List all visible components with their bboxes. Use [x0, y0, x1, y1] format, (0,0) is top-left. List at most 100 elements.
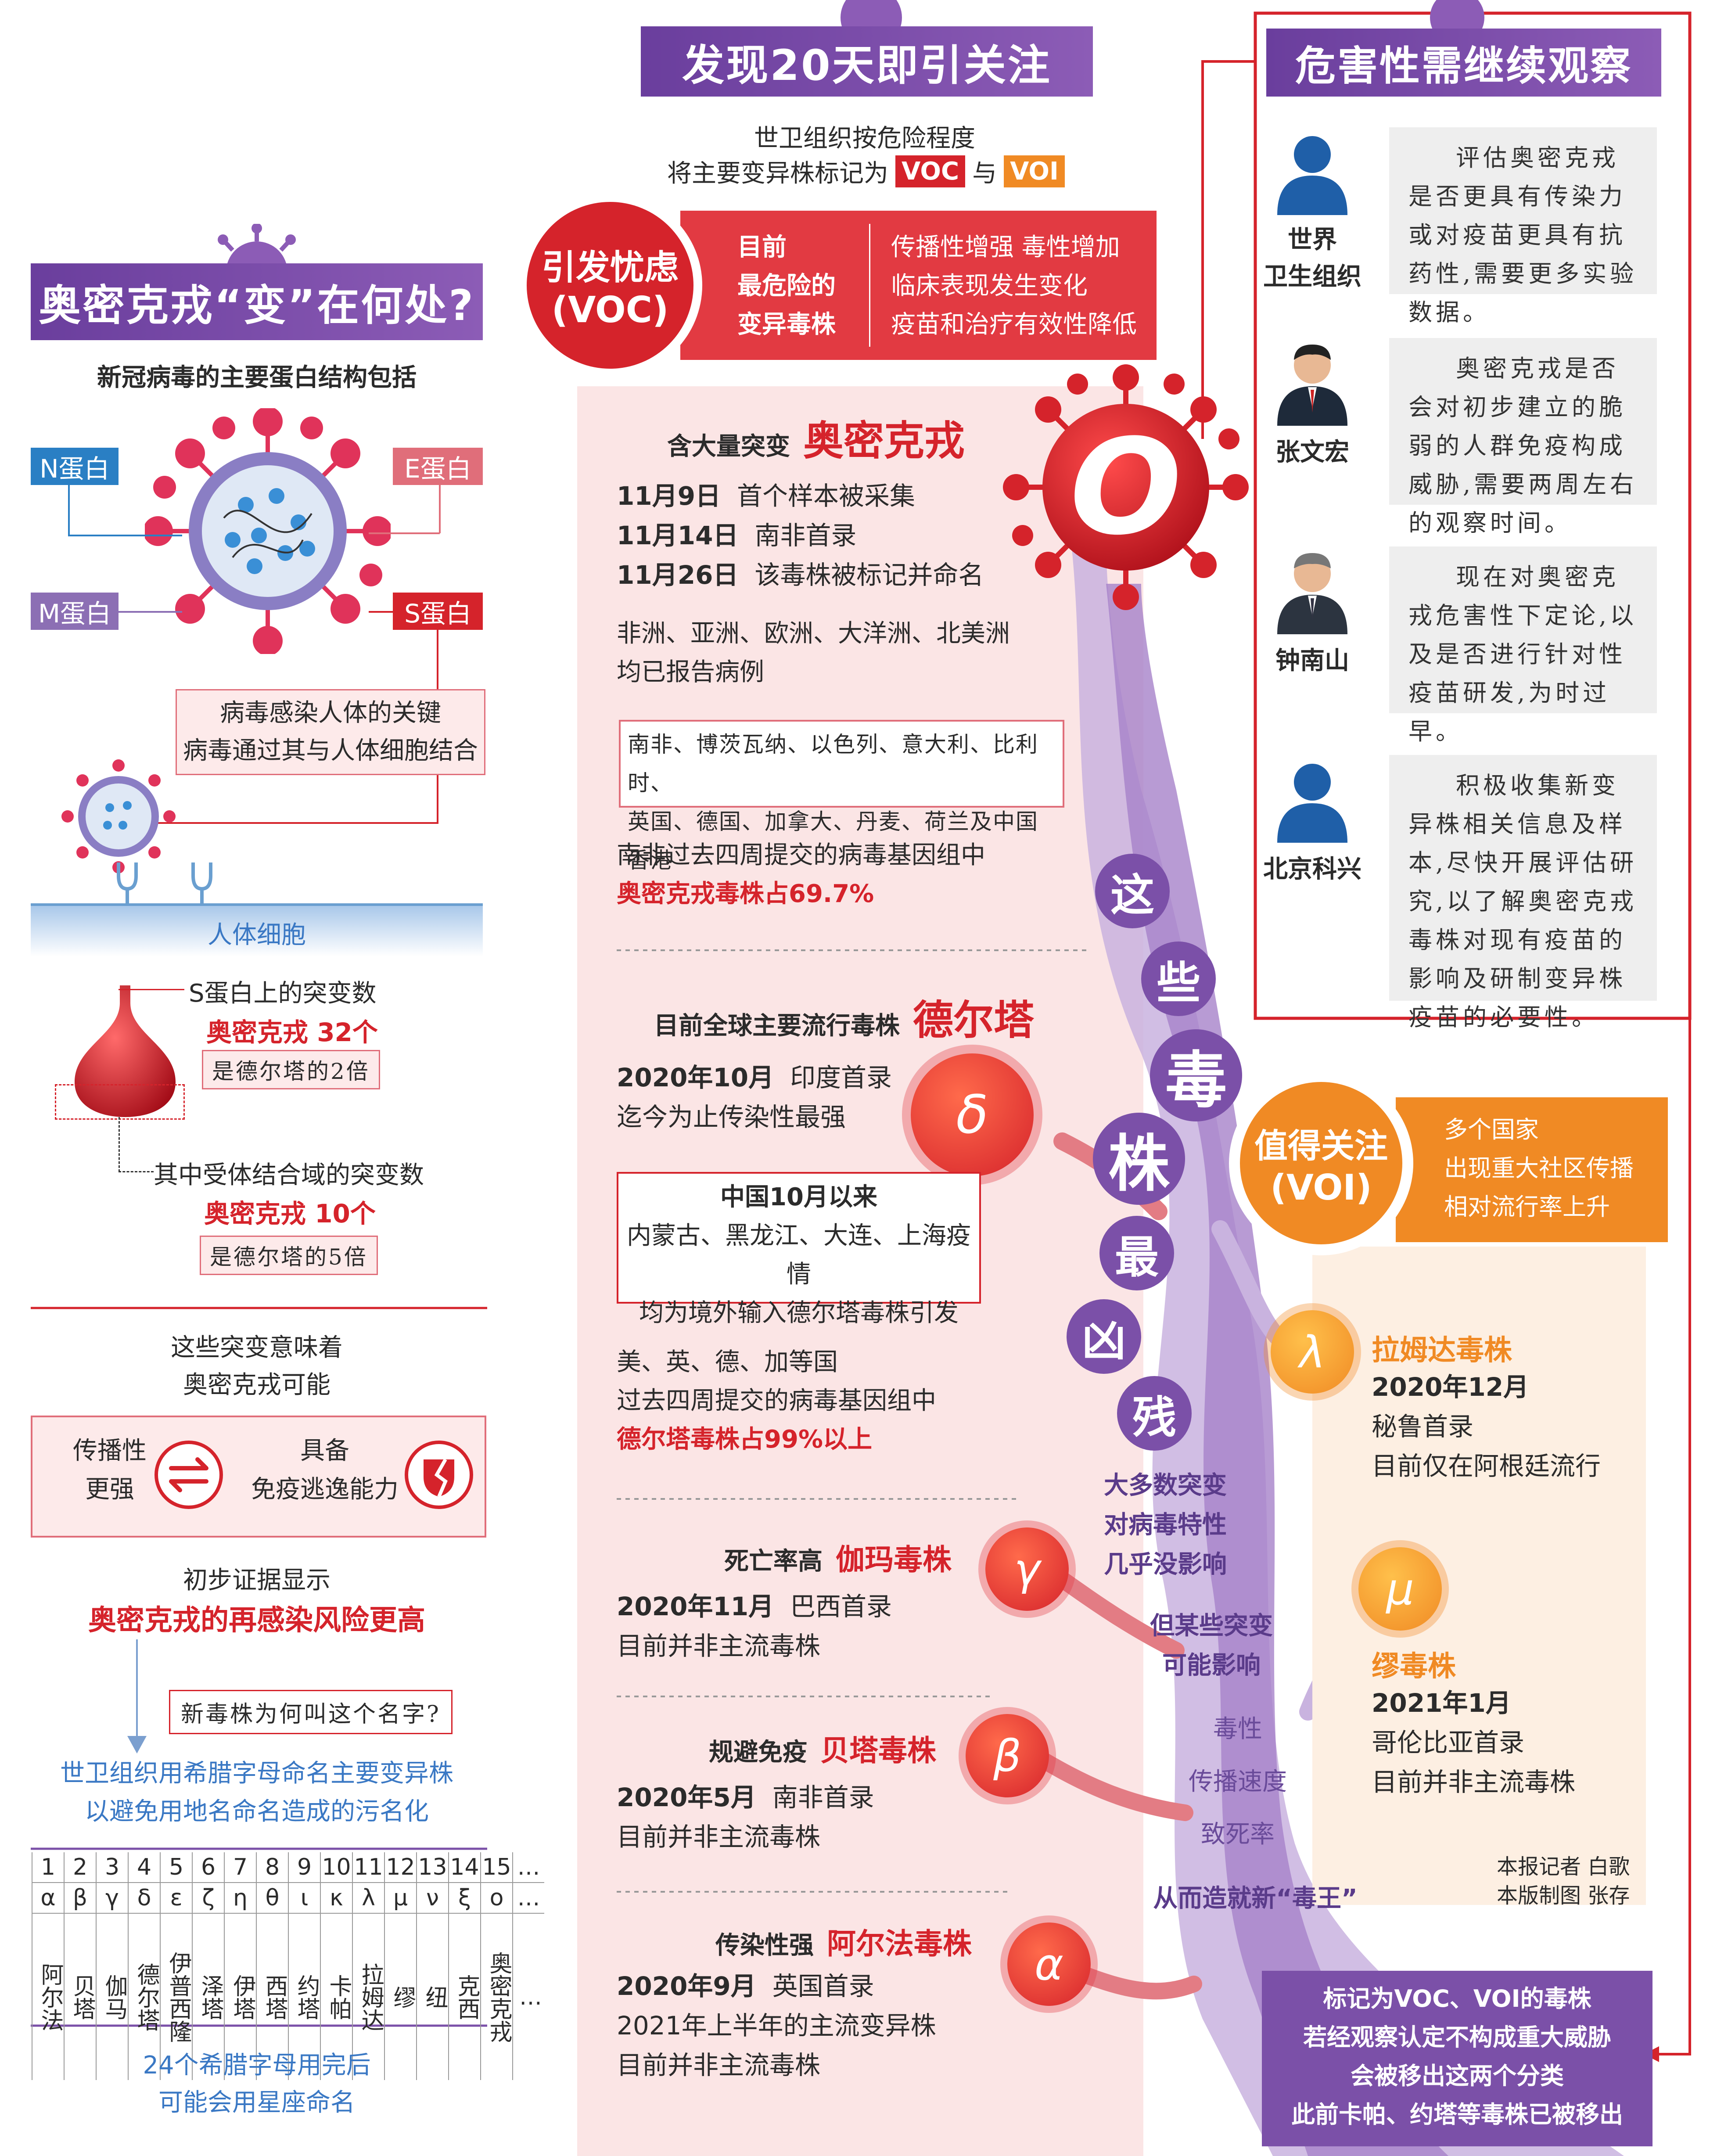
rbd-title: 其中受体结合域的突变数: [154, 1161, 424, 1189]
receptor-icon: [117, 862, 212, 906]
intro-text: 将主要变异株标记为: [667, 159, 888, 188]
timeline-text: 首个样本被采集: [736, 481, 915, 511]
avatar-icon: [1277, 764, 1347, 843]
trait-line: 具备: [300, 1437, 349, 1465]
voc-trait-line: 临床表现发生变化: [891, 272, 1088, 300]
name-question: 新毒株为何叫这个名字?: [169, 1690, 453, 1734]
connector-line: [119, 611, 182, 613]
removal-line: 标记为VOC、VOI的毒株: [1323, 1985, 1591, 2012]
voi-desc-line: 多个国家: [1444, 1116, 1539, 1143]
beta-heading: 规避免疫 贝塔毒株: [709, 1727, 936, 1769]
expert-quote: 评估奥密克戎是否更具有传染力或对疫苗更具有抗药性,需要更多实验数据。: [1389, 127, 1657, 326]
mu-line: 目前并非主流毒株: [1372, 1767, 1576, 1797]
china-line: 均为境外输入德尔塔毒株引发: [639, 1299, 959, 1327]
mutation-line: 对病毒特性: [1104, 1511, 1227, 1539]
greek-cell: 拉姆达: [352, 1913, 384, 2080]
timeline-date: 11月26日: [617, 560, 739, 590]
credit-line: 本报记者 白歌: [1497, 1854, 1630, 1879]
expert-quote: 奥密克戎是否会对初步建立的脆弱的人群免疫构成威胁,需要两周左右的观察时间。: [1389, 338, 1657, 537]
greek-cell: 1: [32, 1852, 64, 1883]
rbd-bracket: [55, 1084, 185, 1120]
share-highlight: 奥密克戎毒株占69.7%: [617, 880, 874, 908]
greek-cell: ο: [480, 1883, 513, 1914]
voc-circle-sub: (VOC): [551, 289, 669, 331]
expert-name: 张文宏: [1275, 438, 1349, 467]
n-protein-tag: N蛋白: [31, 448, 119, 485]
greek-cell: ε: [160, 1883, 192, 1914]
cell-label: 人体细胞: [208, 921, 306, 949]
intro-line: 世卫组织按危险程度: [754, 124, 975, 153]
greek-cell: 4: [128, 1852, 160, 1883]
lambda-info: 2020年12月 秘鲁首录 目前仅在阿根廷流行: [1372, 1367, 1601, 1486]
vertical-char: 凶: [1067, 1299, 1141, 1374]
delta-date-line: 2020年10月 印度首录: [617, 1058, 892, 1097]
removal-line: 若经观察认定不构成重大威胁: [1303, 2023, 1611, 2051]
gamma-date-value: 2020年11月: [617, 1592, 774, 1621]
gamma-date: 2020年11月 巴西首录 目前并非主流毒株: [617, 1587, 892, 1666]
alpha-date-line: 2020年9月 英国首录: [617, 1966, 936, 2006]
virus-structure-icon: [145, 408, 391, 654]
intro-line: 将主要变异株标记为 VOC 与 VOI: [667, 154, 1065, 189]
beta-date-value: 2020年5月: [617, 1782, 756, 1812]
expert-name: 钟南山: [1275, 647, 1349, 675]
delta-china-box: 中国10月以来 内蒙古、黑龙江、大连、上海疫情 均为境外输入德尔塔毒株引发: [617, 1172, 981, 1327]
mutation-note: 大多数突变 对病毒特性 几乎没影响: [1071, 1466, 1260, 1585]
voc-circle-title: 引发忧虑: [541, 248, 679, 287]
vertical-char: 这: [1095, 854, 1170, 928]
rbd-connector: [119, 1117, 121, 1172]
vertical-char: 最: [1099, 1216, 1174, 1290]
meaning-line: 这些突变意味着: [171, 1333, 343, 1362]
expert-quote: 现在对奥密克戎危害性下定论,以及是否进行针对性疫苗研发,为时过早。: [1389, 546, 1657, 745]
shield-icon: [405, 1441, 473, 1509]
delta-name: 德尔塔: [913, 997, 1035, 1044]
omicron-timeline: 11月9日 首个样本被采集 11月14日 南非首录 11月26日 该毒株被标记并…: [617, 476, 984, 595]
meaning-line: 奥密克戎可能: [183, 1371, 331, 1399]
voc-trait-line: 疫苗和治疗有效性降低: [891, 310, 1137, 339]
beta-date-text: 南非首录: [772, 1782, 874, 1812]
m-protein-tag: M蛋白: [31, 593, 119, 630]
voi-desc: 多个国家 出现重大社区传播 相对流行率上升: [1444, 1110, 1634, 1226]
beta-name: 贝塔毒株: [820, 1734, 936, 1768]
evidence-line: 初步证据显示: [183, 1566, 331, 1595]
credits: 本报记者 白歌 本版制图 张存: [1497, 1852, 1630, 1910]
greek-cell: …: [512, 1883, 544, 1914]
gamma-date-text: 巴西首录: [790, 1592, 892, 1621]
gamma-name: 伽玛毒株: [836, 1543, 952, 1577]
greek-cell: 德尔塔: [128, 1913, 160, 2080]
footer-line: 可能会用星座命名: [158, 2088, 355, 2117]
voi-circle-sub: (VOI): [1270, 1167, 1372, 1208]
greek-cell: γ: [96, 1883, 128, 1914]
and-text: 与: [972, 159, 997, 188]
greek-cell: 8: [256, 1852, 288, 1883]
lambda-virus-icon: λ: [1271, 1310, 1354, 1394]
voi-circle: 值得关注 (VOI): [1229, 1071, 1413, 1255]
mu-line: 哥伦比亚首录: [1372, 1728, 1525, 1757]
mu-name: 缪毒株: [1372, 1650, 1456, 1683]
evidence-highlight: 奥密克戎的再感染风险更高: [88, 1604, 425, 1637]
alpha-virus-icon: α: [1007, 1922, 1091, 2006]
voc-tag: VOC: [895, 155, 966, 187]
greek-cell: β: [64, 1883, 96, 1914]
greek-cell: 10: [320, 1852, 352, 1883]
greek-cell: θ: [256, 1883, 288, 1914]
voc-desc-line: 最危险的: [737, 272, 836, 300]
key-box: 病毒感染人体的关键 病毒通过其与人体细胞结合: [176, 689, 485, 775]
voc-desc: 目前 最危险的 变异毒株: [737, 228, 836, 344]
rbd-connector: [119, 1171, 154, 1174]
regions-line: 均已报告病例: [617, 658, 764, 686]
some-line: 但某些突变: [1150, 1612, 1273, 1640]
key-line: 病毒感染人体的关键: [220, 699, 441, 727]
vertical-char: 毒: [1150, 1029, 1242, 1121]
trait-transmissibility: 传播性 更强: [57, 1432, 162, 1509]
omicron-pre: 含大量突变: [667, 432, 790, 461]
omicron-heading: 含大量突变 奥密克戎: [667, 408, 965, 467]
greek-cell: κ: [320, 1883, 352, 1914]
voi-tag: VOI: [1004, 155, 1065, 187]
greek-cell: 缪: [384, 1913, 417, 2080]
voc-trait-line: 传播性增强 毒性增加: [891, 233, 1120, 262]
greek-cell: ξ: [448, 1883, 481, 1914]
mu-virus-icon: μ: [1358, 1547, 1442, 1631]
greek-cell: μ: [384, 1883, 417, 1914]
